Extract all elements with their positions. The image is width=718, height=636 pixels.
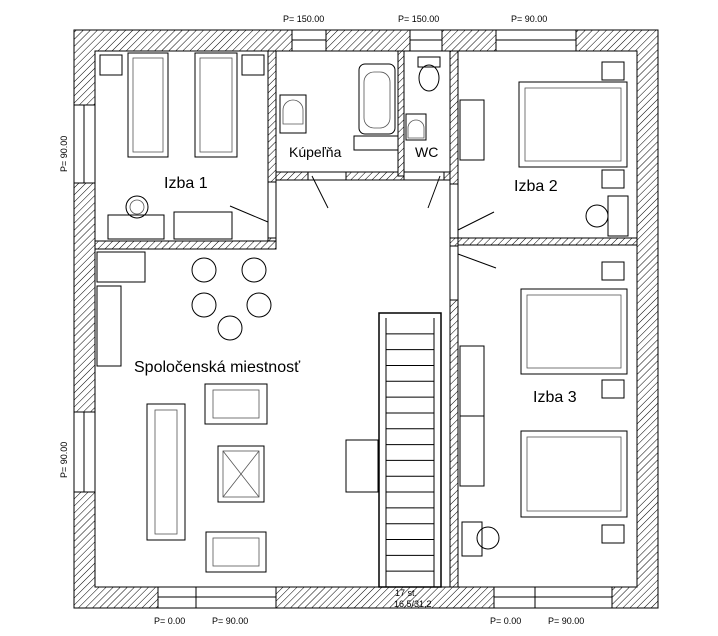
izba2-furniture bbox=[459, 61, 629, 237]
window-label-bottom-right-a: P= 0.00 bbox=[490, 616, 521, 626]
window-openings bbox=[73, 29, 613, 609]
stairs-ratio-label: 16.5/31.2 bbox=[394, 599, 432, 609]
room-label-izba2: Izba 2 bbox=[514, 178, 558, 195]
window-label-bottom-right-b: P= 90.00 bbox=[548, 616, 584, 626]
staircase bbox=[378, 312, 442, 588]
room-label-wc: WC bbox=[415, 144, 438, 160]
window-label-left-top: P= 90.00 bbox=[59, 136, 69, 172]
doors bbox=[229, 171, 497, 301]
room-label-izba3: Izba 3 bbox=[533, 389, 577, 406]
window-label-top-right: P= 90.00 bbox=[511, 14, 547, 24]
window-label-bottom-left-b: P= 90.00 bbox=[212, 616, 248, 626]
window-label-left-bottom: P= 90.00 bbox=[59, 442, 69, 478]
bathroom-fixtures bbox=[279, 56, 441, 151]
room-label-spolocenska: Spoločenská miestnosť bbox=[134, 359, 301, 376]
room-label-kupelna: Kúpeľňa bbox=[289, 144, 342, 160]
izba3-furniture bbox=[459, 261, 628, 557]
izba1-furniture bbox=[99, 52, 265, 240]
stairs-count-label: 17 st. bbox=[395, 588, 417, 598]
walls bbox=[73, 29, 659, 609]
living-room-furniture bbox=[96, 251, 379, 573]
window-label-top-left: P= 150.00 bbox=[283, 14, 324, 24]
room-label-izba1: Izba 1 bbox=[164, 175, 208, 192]
window-label-top-mid: P= 150.00 bbox=[398, 14, 439, 24]
window-label-bottom-left-a: P= 0.00 bbox=[154, 616, 185, 626]
